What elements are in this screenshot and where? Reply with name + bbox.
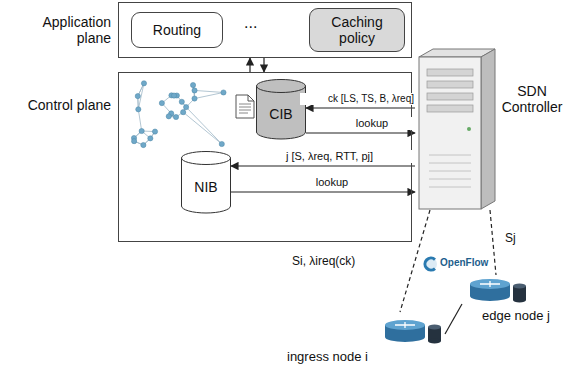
vent-line (429, 163, 471, 164)
node-label: Application plane (5, 14, 111, 46)
graph-vertex (221, 90, 226, 95)
logo-disc (423, 257, 437, 271)
edge-label: lookup (330, 117, 414, 130)
drive-slot (427, 93, 473, 100)
router-top (385, 320, 425, 330)
graph-vertex (136, 107, 141, 112)
graph-link (186, 107, 222, 144)
document-page (236, 95, 254, 118)
graph-vertex (179, 99, 184, 104)
edge-label: Sj (503, 232, 518, 246)
logo-text: OpenFlow (440, 257, 488, 269)
network-graph (131, 81, 226, 148)
connector-arrow (306, 107, 415, 108)
connector-arrow (263, 58, 264, 72)
drive-slot (427, 69, 473, 76)
connector-arrow (445, 304, 462, 334)
router-node: edge node j (462, 275, 567, 330)
graph-vertex (171, 93, 176, 98)
node-label: Routing (153, 22, 201, 38)
node-label: Control plane (5, 97, 111, 113)
database-cylinder: CIB (256, 79, 306, 139)
graph-vertex (148, 136, 153, 141)
vent-line (429, 171, 471, 172)
cylinder-top (257, 80, 306, 93)
cylinder-body (257, 86, 306, 139)
graph-vertex (132, 139, 137, 144)
storage-bottom (513, 298, 526, 303)
graph-vertex (184, 105, 189, 110)
vent-line (429, 187, 471, 188)
server-front (419, 57, 481, 209)
graph-vertex (192, 88, 197, 93)
graph-vertex (139, 128, 144, 133)
edge-label: lookup (290, 176, 374, 189)
drive-slot (427, 105, 473, 112)
graph-vertex (219, 141, 224, 146)
graph-vertex (141, 81, 146, 86)
node-label: SDN Controller (499, 83, 565, 115)
graph-vertex (141, 142, 146, 147)
node-label: NIB (194, 179, 217, 195)
server-node: SDN Controller (415, 45, 567, 210)
node-label: ingress node i (287, 350, 368, 365)
graph-vertex (152, 129, 157, 134)
document-icon (236, 95, 254, 118)
graph-vertex (181, 110, 186, 115)
edge-label: ck [LS, TS, B, λreq] (300, 93, 416, 105)
cylinder-top (182, 152, 231, 165)
graph-link (195, 90, 224, 92)
node-label: CIB (269, 106, 292, 122)
graph-link (138, 109, 141, 131)
database-cylinder: NIB (181, 151, 231, 213)
plane-box: Application planeRoutingCaching policy (118, 2, 412, 58)
server-outline (415, 45, 567, 210)
logo-arc (425, 258, 435, 270)
control-link (490, 210, 496, 275)
openflow-logo (423, 257, 437, 271)
process-box: Routing (131, 12, 223, 48)
vent-line (429, 179, 471, 180)
connector-arrow (231, 165, 415, 166)
graph-vertex (173, 114, 178, 119)
storage-top (513, 284, 526, 289)
node-label: edge node j (482, 309, 550, 324)
router-arrows (395, 322, 415, 328)
graph-vertex (166, 114, 171, 119)
router-top (470, 279, 510, 289)
ellipsis: ... (244, 14, 257, 32)
connector-arrow (249, 58, 250, 72)
graph-vertex (159, 101, 164, 106)
connector-arrow (306, 132, 415, 133)
graph-vertex (190, 82, 195, 87)
document-lines (239, 104, 251, 113)
cylinder-body (182, 158, 231, 213)
graph-link (183, 112, 222, 144)
control-link (400, 210, 430, 312)
vent-line (429, 155, 471, 156)
router-icon (470, 279, 526, 303)
document-fold (248, 95, 254, 101)
graph-vertex (192, 96, 197, 101)
edge-label: Si, λireq(ck) (290, 255, 357, 269)
graph-link (195, 92, 224, 98)
storage-top (428, 325, 441, 330)
router-arrows (480, 281, 500, 287)
node-label: Caching policy (317, 14, 397, 46)
router-node: ingress node i (285, 312, 445, 370)
connector-arrow (231, 191, 415, 192)
server-side (481, 49, 495, 209)
router-icon (385, 320, 441, 344)
process-box: Caching policy (309, 8, 405, 52)
edge-label: j [S, λreq, RTT, pj] (245, 150, 414, 163)
storage-bottom (428, 339, 441, 344)
graph-vertex (135, 94, 140, 99)
power-led (467, 127, 471, 131)
drive-slot (427, 81, 473, 88)
